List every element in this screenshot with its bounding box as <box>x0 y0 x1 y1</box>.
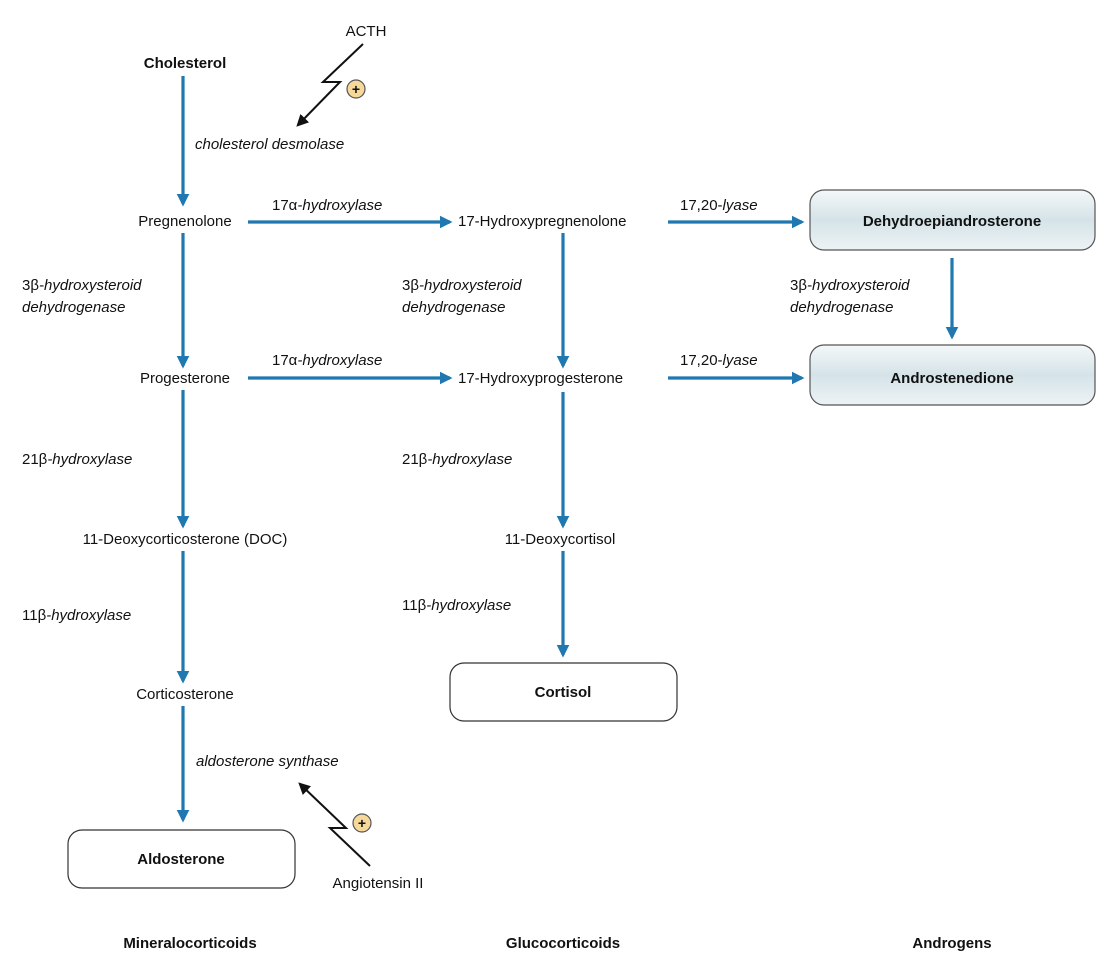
hydroxypregnenolone: 17-Hydroxypregnenolone <box>458 213 626 230</box>
hydroxyprogesterone: 17-Hydroxyprogesterone <box>458 370 623 387</box>
androstenedione: Androstenedione <box>890 370 1013 387</box>
androstenedione-box <box>809 344 1096 406</box>
dhea-box <box>809 189 1096 251</box>
progesterone: Progesterone <box>140 370 230 387</box>
svg-text:+: + <box>352 81 360 97</box>
acth-stimulation-arrow <box>296 43 364 127</box>
enzyme-3b-hsd-line2: dehydrogenase <box>402 299 505 316</box>
enzyme-17-20-lyase: 17,20-lyase <box>680 197 758 214</box>
enzyme-3b-hsd-line2: dehydrogenase <box>790 299 893 316</box>
acth-label: ACTH <box>346 23 387 40</box>
svg-text:+: + <box>358 815 366 831</box>
cholesterol: Cholesterol <box>144 55 227 72</box>
enzyme-11b-hydroxylase: 11β-hydroxylase <box>22 607 131 624</box>
angiotensin-label: Angiotensin II <box>333 875 424 892</box>
enzyme-17a-hydroxylase: 17α-hydroxylase <box>272 197 382 214</box>
enzyme-21b-hydroxylase: 21β-hydroxylase <box>402 451 512 468</box>
corticosterone: Corticosterone <box>136 686 234 703</box>
category-mineralocorticoids: Mineralocorticoids <box>123 935 256 952</box>
enzyme-aldosterone-synthase: aldosterone synthase <box>196 753 339 770</box>
category-androgens: Androgens <box>912 935 991 952</box>
deoxycorticosterone: 11-Deoxycorticosterone (DOC) <box>83 531 288 548</box>
enzyme-11b-hydroxylase: 11β-hydroxylase <box>402 597 511 614</box>
enzyme-3b-hsd: 3β-hydroxysteroid <box>402 277 522 294</box>
cortisol-box <box>449 662 678 722</box>
cortisol: Cortisol <box>535 684 592 701</box>
enzyme-21b-hydroxylase: 21β-hydroxylase <box>22 451 132 468</box>
category-glucocorticoids: Glucocorticoids <box>506 935 620 952</box>
plus-icon: + <box>346 79 366 99</box>
aldosterone-box <box>67 829 296 889</box>
enzyme-3b-hsd-line2: dehydrogenase <box>22 299 125 316</box>
enzyme-17a-hydroxylase: 17α-hydroxylase <box>272 352 382 369</box>
dehydroepiandrosterone: Dehydroepiandrosterone <box>863 213 1041 230</box>
deoxycortisol: 11-Deoxycortisol <box>505 531 616 548</box>
enzyme-17-20-lyase: 17,20-lyase <box>680 352 758 369</box>
enzyme-desmolase: cholesterol desmolase <box>195 136 344 153</box>
enzyme-3b-hsd: 3β-hydroxysteroid <box>22 277 142 294</box>
enzyme-3b-hsd: 3β-hydroxysteroid <box>790 277 910 294</box>
plus-icon: + <box>352 813 372 833</box>
angiotensin-stimulation-arrow <box>298 782 371 867</box>
aldosterone: Aldosterone <box>137 851 225 868</box>
pregnenolone: Pregnenolone <box>138 213 231 230</box>
